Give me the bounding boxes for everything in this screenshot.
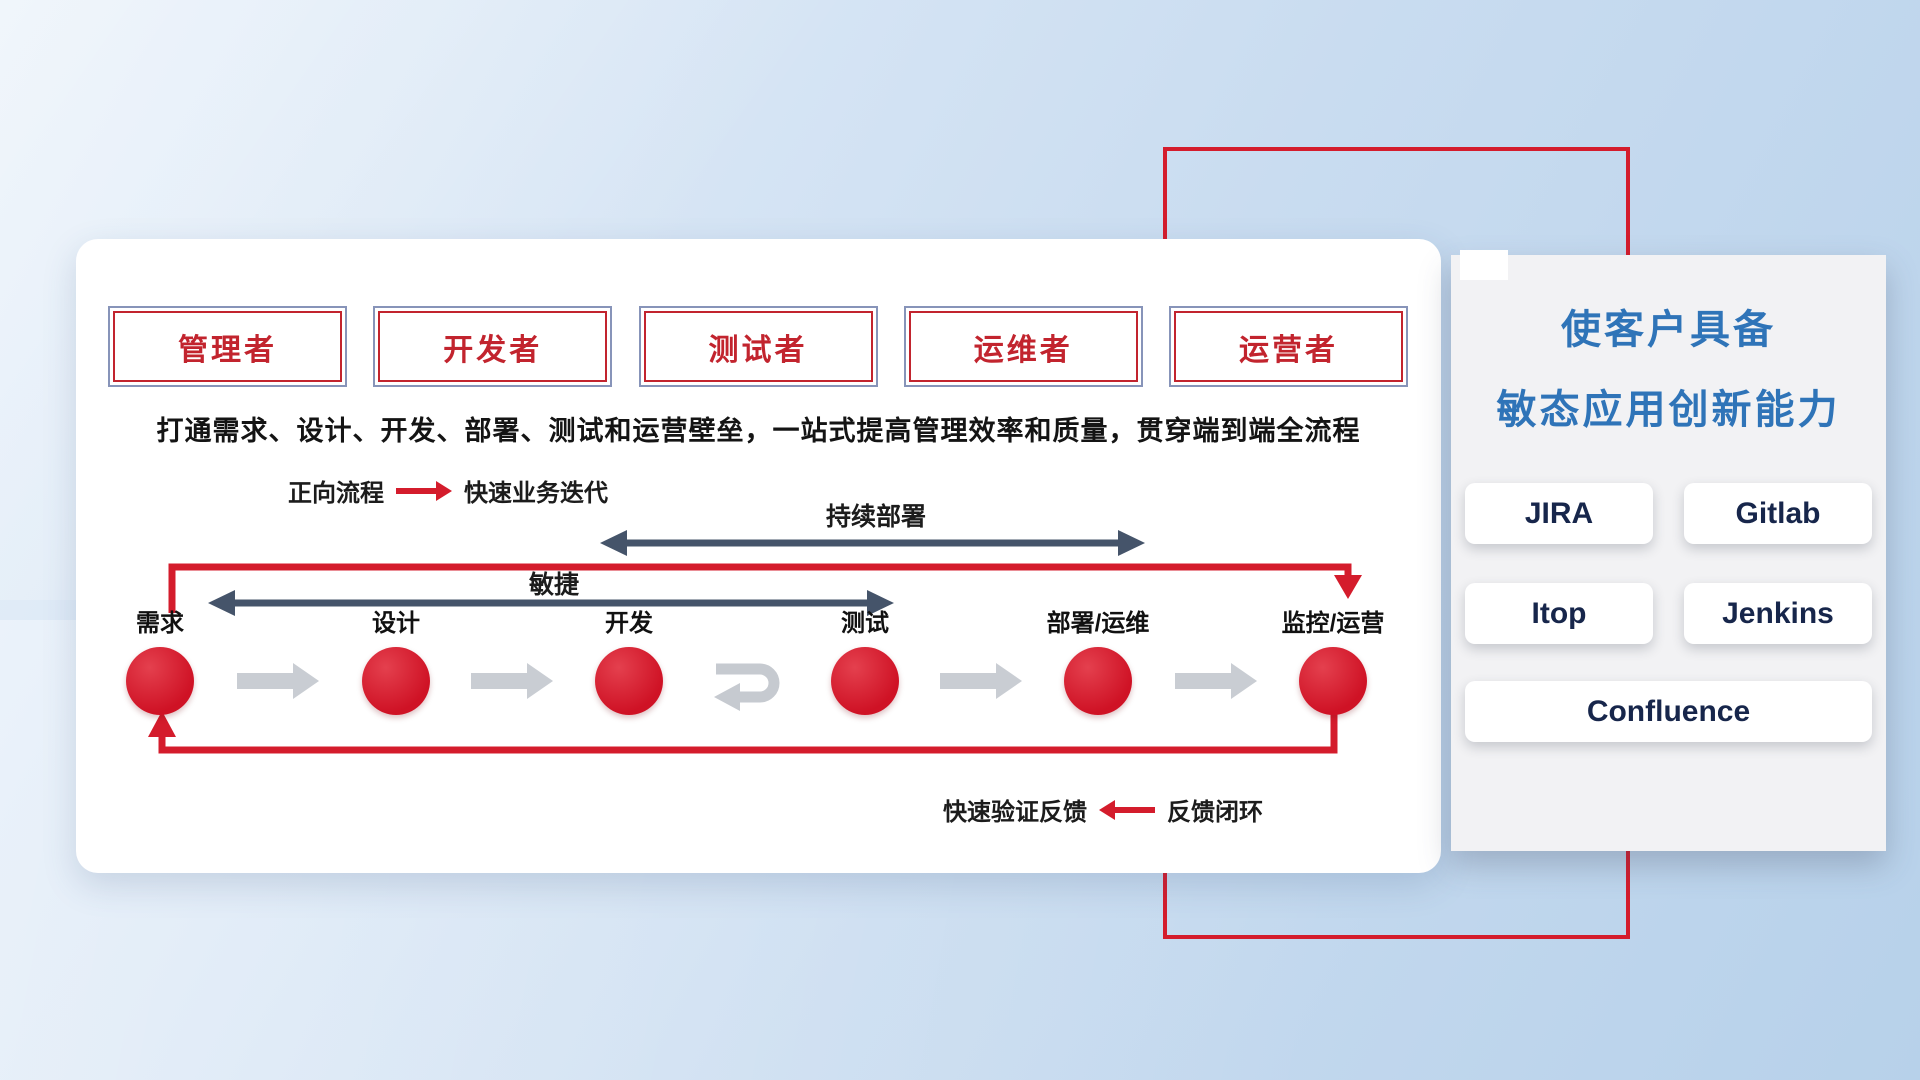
stage-node-circle [831, 647, 899, 715]
role-label: 管理者 [178, 333, 277, 367]
role-label: 开发者 [443, 333, 543, 367]
stage-node-circle [1064, 647, 1132, 715]
value-statement: 打通需求、设计、开发、部署、测试和运营壁垒，一站式提高管理效率和质量，贯穿端到端… [156, 416, 1361, 446]
flow-step-arrow-icon [471, 663, 553, 699]
role-boxes-row: 管理者 开发者 测试者 运维者 运营者 [108, 306, 1408, 387]
forward-legend-label: 正向流程 [288, 480, 384, 507]
stage-node-circle [362, 647, 430, 715]
forward-flow-arrowhead [1334, 575, 1362, 599]
stage-design: 设计 [326, 609, 466, 715]
stage-node-circle [126, 647, 194, 715]
flow-step-arrow-icon [940, 663, 1022, 699]
tool-chip-jira: JIRA [1465, 483, 1653, 544]
tool-row: Confluence [1465, 681, 1872, 742]
forward-flow-legend: 正向流程 快速业务迭代 [288, 473, 608, 508]
agile-label: 敏捷 [528, 571, 579, 599]
continuous-deploy-label: 持续部署 [825, 503, 926, 531]
stage-label: 测试 [841, 610, 889, 637]
panel-title-line1: 使客户具备 [1561, 308, 1776, 352]
tool-row: Itop Jenkins [1465, 583, 1872, 644]
role-box-operator: 运营者 [1169, 306, 1408, 387]
forward-flow-line [168, 563, 1352, 613]
left-arrow-icon [1099, 799, 1155, 820]
role-box-tester: 测试者 [638, 306, 878, 387]
stage-node-circle [1299, 647, 1367, 715]
stage-deploy-ops: 部署/运维 [1028, 609, 1168, 715]
devops-flow-card: 管理者 开发者 测试者 运维者 运营者 打通需求、设计、开发、部署、测试和运营壁… [76, 239, 1441, 873]
tool-chip-gitlab: Gitlab [1684, 483, 1872, 544]
feedback-legend-label: 反馈闭环 [1167, 799, 1263, 826]
stage-test: 测试 [795, 609, 935, 715]
role-box-developer: 开发者 [373, 306, 613, 387]
role-label: 运维者 [973, 333, 1073, 367]
role-label: 测试者 [708, 333, 808, 367]
tool-chip-confluence: Confluence [1465, 681, 1872, 742]
flow-step-arrow-icon [237, 663, 319, 699]
feedback-legend-desc: 快速验证反馈 [943, 799, 1087, 826]
stage-label: 开发 [605, 610, 653, 637]
stage-monitor-operate: 监控/运营 [1263, 609, 1403, 715]
tool-chip-jenkins: Jenkins [1684, 583, 1872, 644]
stage-label: 需求 [136, 610, 184, 637]
feedback-loop-line [158, 713, 1338, 754]
role-box-manager: 管理者 [108, 306, 347, 387]
tool-chip-itop: Itop [1465, 583, 1653, 644]
stage-label: 部署/运维 [1046, 610, 1150, 637]
iterate-uturn-arrow-icon [714, 663, 780, 711]
flow-step-arrow-icon [1175, 663, 1257, 699]
tool-row: JIRA Gitlab [1465, 483, 1872, 544]
feedback-legend: 快速验证反馈 反馈闭环 [943, 792, 1263, 827]
right-arrow-icon [396, 480, 452, 501]
panel-corner-decoration [1460, 250, 1508, 280]
forward-legend-desc: 快速业务迭代 [464, 480, 608, 507]
panel-title-line2: 敏态应用创新能力 [1496, 388, 1841, 432]
role-label: 运营者 [1239, 333, 1338, 367]
role-box-ops: 运维者 [903, 306, 1143, 387]
stage-label: 设计 [372, 610, 420, 637]
stage-requirement: 需求 [90, 609, 230, 715]
stage-label: 监控/运营 [1281, 610, 1385, 637]
stage-develop: 开发 [559, 609, 699, 715]
stage-node-circle [595, 647, 663, 715]
capability-panel: 使客户具备 敏态应用创新能力 JIRA Gitlab Itop Jenkins … [1451, 250, 1886, 851]
